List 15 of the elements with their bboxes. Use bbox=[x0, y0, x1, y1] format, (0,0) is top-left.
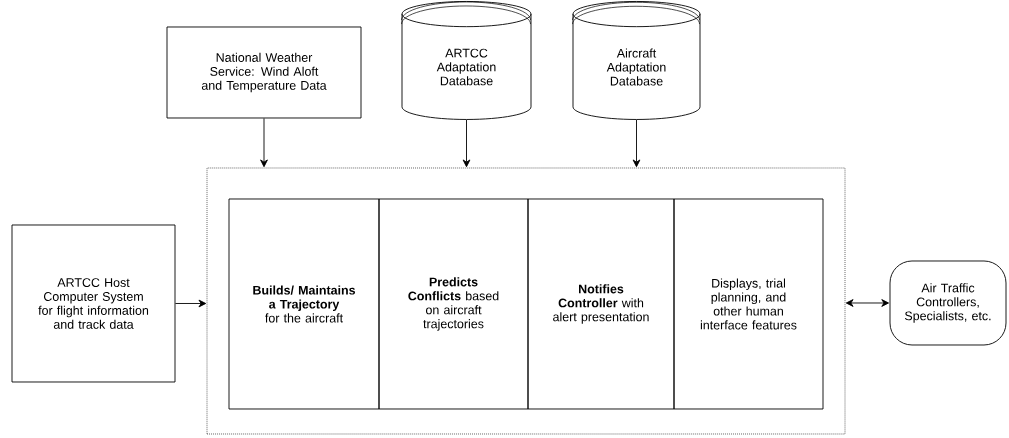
arrow bbox=[260, 118, 268, 168]
process-box: National Weather Service: Wind Aloft and Temperature Data bbox=[166, 26, 362, 119]
process-box: Notifies Controller with alert presentation bbox=[527, 198, 675, 410]
process-box: Predicts Conflicts based on aircraft trajectories bbox=[378, 198, 529, 410]
system-boundary bbox=[206, 167, 846, 435]
arrow bbox=[462, 119, 471, 168]
database-cylinder: ARTCC Adaptation Database bbox=[401, 1, 532, 120]
actor-box: Air Traffic Controllers, Specialists, etc. bbox=[889, 260, 1007, 346]
process-box: Builds/ Maintains a Trajectory for the aircraft bbox=[228, 198, 380, 410]
database-cylinder: Aircraft Adaptation Database bbox=[572, 1, 701, 120]
arrow bbox=[845, 299, 889, 307]
arrow bbox=[175, 299, 207, 308]
process-box: ARTCC Host Computer System for flight information and track data bbox=[11, 224, 176, 383]
process-box: Displays, trial planning, and other human interface features bbox=[673, 198, 824, 410]
arrow bbox=[632, 119, 641, 168]
